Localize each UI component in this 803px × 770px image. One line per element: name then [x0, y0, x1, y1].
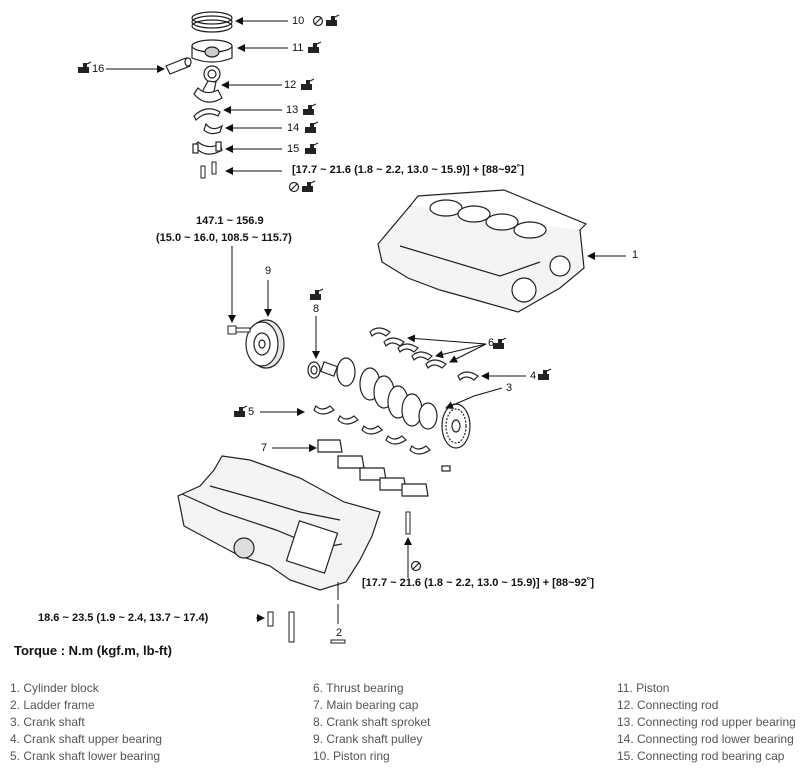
- piston-ring-part: [191, 11, 233, 33]
- lubricate-oil-icon: [300, 78, 315, 91]
- upper-bearings-part: [369, 327, 479, 382]
- lubricate-oil-icon: [325, 14, 340, 27]
- callout-3: 3: [506, 382, 513, 394]
- callout-4: 4: [530, 370, 537, 382]
- legend-item: 2. Ladder frame: [10, 698, 95, 712]
- legend-item: 5. Crank shaft lower bearing: [10, 749, 161, 763]
- callout-2: 2: [336, 627, 343, 639]
- legend-item: 3. Crank shaft: [10, 715, 85, 729]
- conrod-lower-bearing-part: [203, 122, 224, 135]
- torque-pulley-bolt-other: (15.0 ~ 16.0, 108.5 ~ 115.7): [156, 232, 292, 244]
- piston-part: [191, 39, 233, 63]
- crankshaft-sprocket-part: [307, 361, 321, 379]
- lower-bearings-part: [313, 404, 431, 455]
- callout-1: 1: [632, 249, 639, 261]
- callout-11: 11: [292, 42, 304, 54]
- legend-item: 6. Thrust bearing: [313, 681, 404, 695]
- conrod-bolts-part: [200, 161, 217, 179]
- callout-10: 10: [292, 15, 305, 27]
- legend-column-1: 1. Cylinder block 2. Ladder frame 3. Cra…: [10, 680, 162, 765]
- torque-pulley-bolt-nm: 147.1 ~ 156.9: [196, 215, 264, 227]
- callout-14: 14: [287, 122, 300, 134]
- torque-main-cap-bolt: [17.7 ~ 21.6 (1.8 ~ 2.2, 13.0 ~ 15.9)] +…: [362, 577, 595, 589]
- callout-6: 6: [488, 337, 495, 349]
- lubricate-oil-icon: [304, 121, 319, 134]
- lubricate-oil-icon: [492, 337, 507, 350]
- legend-item: 7. Main bearing cap: [313, 698, 419, 712]
- callout-16: 16: [92, 63, 105, 75]
- callout-5: 5: [248, 406, 255, 418]
- lubricate-oil-icon: [233, 405, 248, 418]
- legend-item: 4. Crank shaft upper bearing: [10, 732, 163, 746]
- lubricate-oil-icon: [537, 368, 552, 381]
- conrod-bearing-cap-part: [192, 141, 223, 155]
- legend-column-3: 11. Piston 12. Connecting rod 13. Connec…: [617, 680, 796, 765]
- piston-pin-part: [165, 57, 192, 75]
- lubricate-oil-icon: [307, 41, 322, 54]
- crankshaft-pulley-part: [245, 319, 285, 369]
- no-reuse-icon: [410, 560, 422, 572]
- legend-item: 15. Connecting rod bearing cap: [617, 749, 785, 763]
- legend-item: 8. Crank shaft sproket: [313, 715, 431, 729]
- legend-item: 1. Cylinder block: [10, 681, 99, 695]
- connecting-rod-part: [193, 65, 223, 103]
- conrod-upper-bearing-part: [193, 108, 221, 122]
- callout-8: 8: [313, 303, 320, 315]
- torque-conrod-bolt: [17.7 ~ 21.6 (1.8 ~ 2.2, 13.0 ~ 15.9)] +…: [292, 164, 525, 176]
- legend-item: 10. Piston ring: [313, 749, 390, 763]
- legend-item: 13. Connecting rod upper bearing: [617, 715, 796, 729]
- torque-units-heading: Torque : N.m (kgf.m, lb-ft): [14, 643, 172, 658]
- no-reuse-icon: [288, 181, 300, 193]
- legend-item: 14. Connecting rod lower bearing: [617, 732, 794, 746]
- callout-9: 9: [265, 265, 272, 277]
- callout-12: 12: [284, 79, 297, 91]
- lubricate-oil-icon: [304, 142, 319, 155]
- legend-item: 11. Piston: [617, 681, 670, 695]
- no-reuse-icon: [312, 15, 324, 27]
- legend-item: 12. Connecting rod: [617, 698, 719, 712]
- crankshaft-gear-part: [441, 403, 471, 449]
- legend-item: 9. Crank shaft pulley: [313, 732, 423, 746]
- lubricate-oil-icon: [309, 288, 324, 301]
- pulley-bolt-part: [227, 325, 251, 335]
- lubricate-oil-icon: [301, 180, 316, 193]
- cylinder-block-part: [377, 189, 588, 313]
- callout-15: 15: [287, 143, 300, 155]
- legend-column-2: 6. Thrust bearing 7. Main bearing cap 8.…: [313, 680, 430, 765]
- main-bearing-caps-part: [317, 439, 451, 497]
- crankshaft-part: [319, 357, 438, 430]
- callout-7: 7: [261, 442, 268, 454]
- ladder-bolts-part: [267, 511, 411, 644]
- torque-ladder-bolt: 18.6 ~ 23.5 (1.9 ~ 2.4, 13.7 ~ 17.4): [38, 612, 209, 624]
- lubricate-oil-icon: [77, 61, 92, 74]
- ladder-frame-part: [177, 455, 381, 591]
- callout-13: 13: [286, 104, 299, 116]
- lubricate-oil-icon: [302, 103, 317, 116]
